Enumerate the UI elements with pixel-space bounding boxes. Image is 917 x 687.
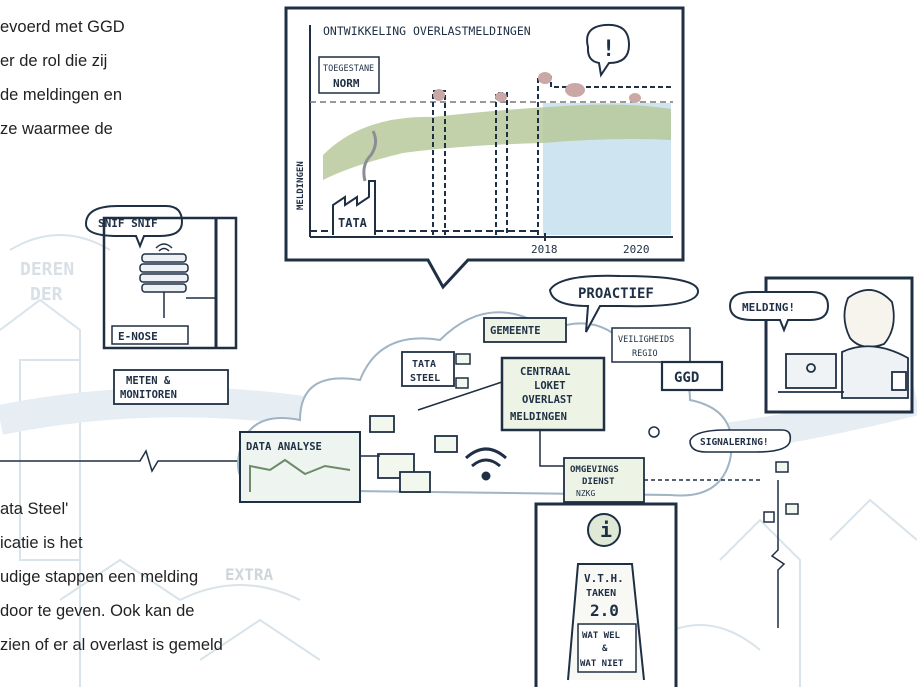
ggd-box — [660, 360, 724, 392]
intro-text-line-3: de meldingen en — [0, 86, 123, 104]
data-analysis-graph — [249, 458, 351, 492]
vth-line-2: TAKEN — [586, 588, 616, 599]
sensor-frame — [102, 216, 238, 350]
signalering-label-box: SIGNALERING! — [689, 429, 792, 453]
tata-steel-label-1: TATA — [412, 359, 436, 370]
chart-title: ONTWIKKELING OVERLASTMELDINGEN — [323, 24, 531, 38]
vth-line-3: 2.0 — [590, 601, 619, 620]
chart-peak-1 — [432, 90, 446, 235]
vth-sub-box — [577, 623, 637, 673]
sensor-bubble-text: SNIF SNIF — [98, 217, 158, 230]
central-loket-box — [500, 356, 606, 432]
screen-3 — [369, 415, 395, 433]
vth-taken-panel: i V.T.H. TAKEN 2.0 WAT WEL & WAT NIET — [534, 502, 678, 687]
intro-text-line-4: ze waarmee de — [0, 120, 113, 138]
intro-text-line-1: evoerd met GGD — [0, 18, 125, 36]
bg-word-3: DER — [30, 284, 63, 305]
meten-label-2: MONITOREN — [120, 389, 177, 401]
cloud-shape — [237, 311, 733, 497]
vth-line-1: V.T.H. — [584, 572, 624, 585]
info-icon — [587, 513, 621, 547]
meten-monitoren-box: METEN & MONITOREN — [113, 369, 229, 405]
ggd-label: GGD — [674, 370, 699, 386]
signal-square-2 — [763, 511, 775, 523]
e-nose-label-box — [111, 325, 189, 345]
veiligheid-label-2: REGIO — [632, 349, 658, 359]
proactief-label: PROACTIEF — [578, 286, 654, 302]
melding-bubble — [728, 291, 830, 333]
e-nose-sensor-panel: SNIF SNIF E-NOSE — [84, 205, 238, 350]
omgeving-label-1: OMGEVINGS — [570, 465, 619, 475]
body-text-line-4: door te geven. Ook kan de — [0, 602, 195, 620]
tata-steel-box — [401, 351, 455, 387]
alert-bubble — [586, 23, 631, 78]
screen-5 — [455, 353, 471, 365]
signal-square-3 — [785, 503, 799, 515]
gemeente-box — [483, 317, 567, 343]
proactief-bubble — [548, 274, 699, 333]
signal-square-1 — [775, 461, 789, 473]
meten-label-1: METEN & — [126, 375, 171, 387]
gemeente-label: GEMEENTE — [490, 325, 541, 337]
vth-line-6: WAT NIET — [580, 659, 624, 669]
sensor-bubble — [84, 205, 184, 249]
chart-ylabel: MELDINGEN — [296, 161, 306, 210]
chart-exceed-blob-4 — [565, 83, 585, 97]
loket-label-3: OVERLAST — [522, 394, 573, 406]
cloud-diagram: DATA ANALYSE TATA STEEL GEMEENTE CENTRAA… — [237, 274, 760, 503]
screen-2 — [399, 471, 431, 493]
factory-label: TATA — [338, 216, 368, 230]
loket-label-1: CENTRAAL — [520, 366, 571, 378]
vth-line-4: WAT WEL — [582, 631, 621, 641]
veiligheidsregio-box — [611, 327, 691, 363]
wifi-icon — [155, 243, 173, 252]
bg-word-1: EXTRA — [225, 565, 274, 584]
signalering-text: SIGNALERING! — [700, 437, 769, 448]
factory-icon — [332, 180, 376, 235]
connector-loket-omgeving — [539, 430, 568, 467]
screen-6 — [455, 377, 469, 389]
loket-label-4: MELDINGEN — [510, 411, 567, 423]
chart-exceed-blob-2 — [495, 92, 507, 102]
signal-line-left — [0, 449, 240, 473]
info-icon-letter: i — [600, 518, 612, 542]
screen-4 — [434, 435, 458, 453]
bg-word-2: DEREN — [20, 259, 74, 280]
alert-symbol: ! — [602, 37, 615, 62]
body-text-line-3: udige stappen een melding — [0, 568, 199, 586]
data-analysis-label: DATA ANALYSE — [246, 441, 322, 453]
melding-user-panel: MELDING! — [728, 276, 914, 414]
vth-line-5: & — [602, 644, 608, 654]
connector-analysis-loket — [360, 381, 503, 457]
norm-label-box — [318, 56, 380, 94]
body-text-line-5: zien of er al overlast is gemeld — [0, 636, 223, 654]
year-start-label: 2018 — [531, 243, 558, 256]
cloud-dot — [648, 426, 660, 438]
chart-exceed-blob-3 — [538, 72, 552, 84]
omgeving-label-3: NZKG — [576, 489, 595, 498]
chart-exceed-blob-1 — [433, 89, 445, 101]
omgevingsdienst-box — [563, 457, 645, 503]
norm-label-2: NORM — [333, 77, 360, 90]
user-illustration — [778, 289, 909, 399]
loket-label-2: LOKET — [534, 380, 566, 392]
melding-bubble-text: MELDING! — [742, 301, 795, 314]
intro-text-line-2: er de rol die zij — [0, 52, 108, 70]
body-text-line-2: icatie is het — [0, 534, 83, 552]
year-end-label: 2020 — [623, 243, 650, 256]
wifi-icon — [464, 447, 508, 481]
signal-line-right — [763, 461, 799, 628]
chart-exceed-blob-5 — [629, 93, 641, 103]
tata-steel-label-2: STEEL — [410, 373, 440, 384]
body-text-line-1: ata Steel' — [0, 500, 69, 518]
norm-label-1: TOEGESTANE — [323, 64, 374, 74]
veiligheid-label-1: VEILIGHEIDS — [618, 335, 674, 345]
sensor-device — [139, 253, 216, 318]
overlast-chart-panel: TATA ONTWIKKELING OVERLASTMELDINGEN TOEG… — [284, 6, 685, 290]
omgeving-label-2: DIENST — [582, 477, 615, 487]
e-nose-label: E-NOSE — [118, 330, 158, 343]
smoke-icon — [362, 130, 378, 182]
